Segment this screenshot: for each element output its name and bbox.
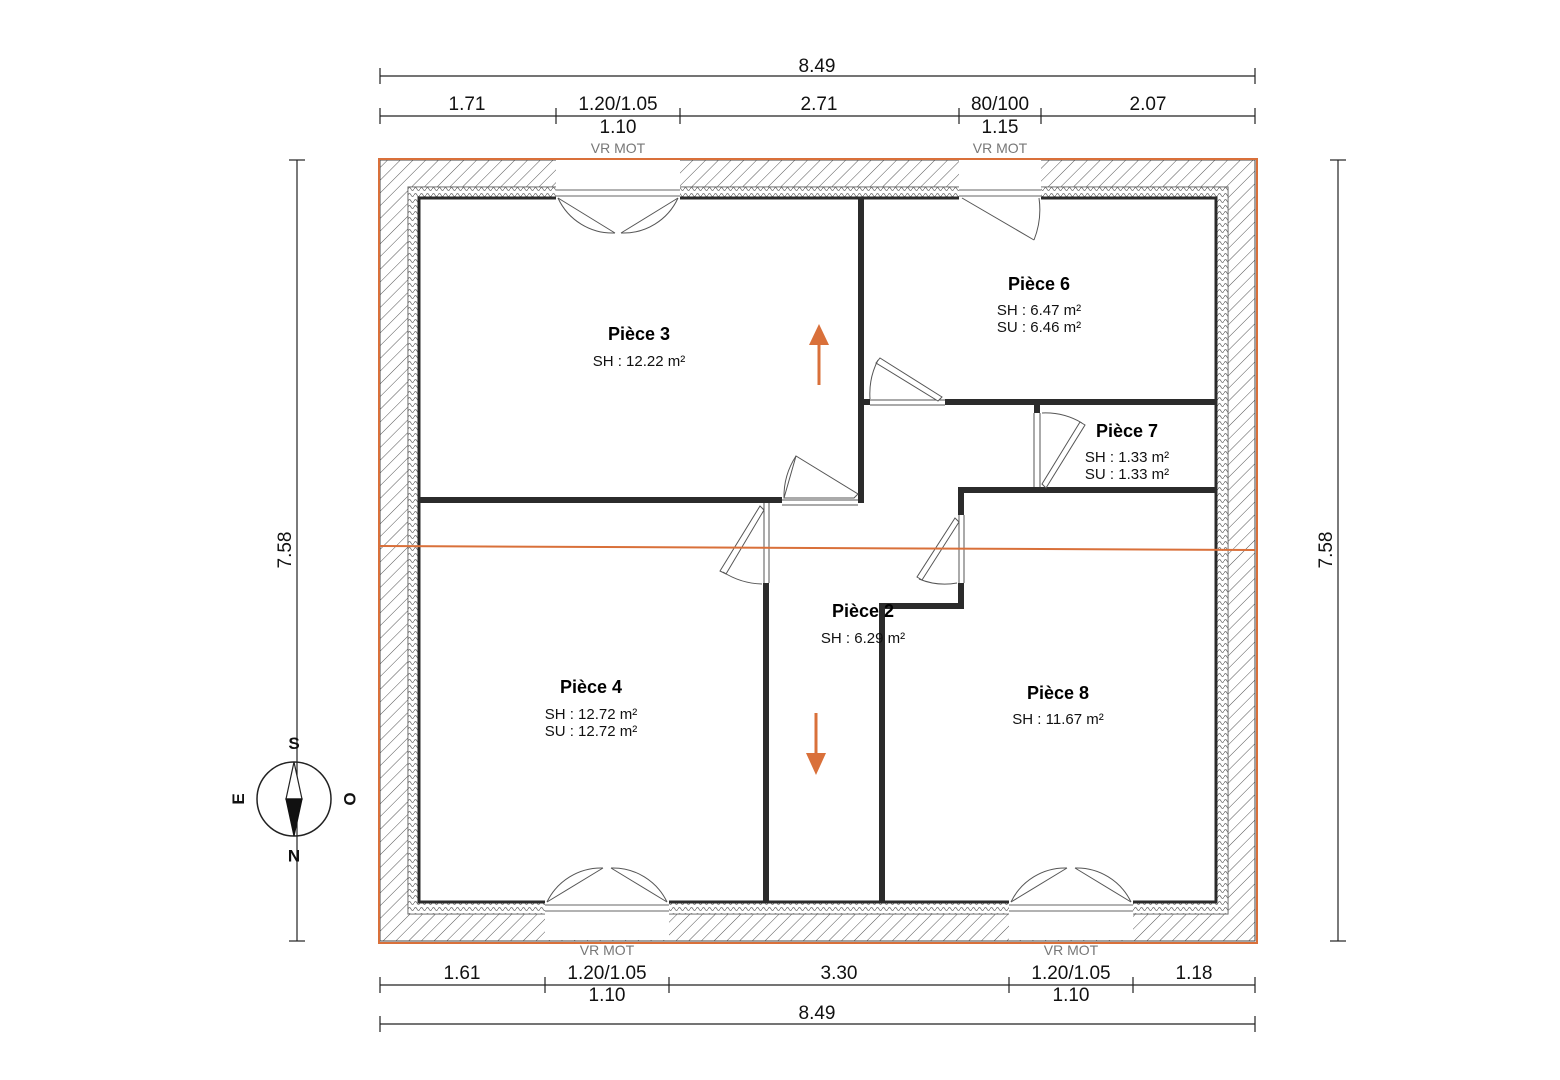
room-area: SU : 1.33 m²	[1085, 466, 1169, 483]
dim-bottom-total: 8.49	[799, 1003, 836, 1024]
dim-bottom-seg-3: 3.30	[821, 963, 858, 984]
windows	[545, 160, 1133, 940]
dim-top-seg-1: 1.71	[449, 94, 486, 115]
stair-up-arrow-icon	[809, 324, 829, 385]
dim-bottom-seg-5: 1.18	[1176, 963, 1213, 984]
shutter-label: VR MOT	[973, 140, 1028, 156]
room-name: Pièce 7	[1096, 421, 1158, 441]
section-line	[379, 545, 1256, 551]
compass: S N E O	[229, 734, 359, 865]
room-area: SH : 12.22 m²	[593, 353, 686, 370]
dim-top-seg-3: 2.71	[801, 94, 838, 115]
dim-top-sub-1: 1.10	[600, 117, 637, 138]
room-name: Pièce 6	[1008, 274, 1070, 294]
room-area: SH : 6.47 m²	[997, 302, 1081, 319]
dim-bottom-seg-4: 1.20/1.05	[1031, 963, 1110, 984]
room-name: Pièce 4	[560, 677, 622, 697]
room-area: SH : 11.67 m²	[1012, 711, 1103, 728]
dim-bottom-seg-2: 1.20/1.05	[567, 963, 646, 984]
dim-bottom-seg-1: 1.61	[444, 963, 481, 984]
dim-top-total: 8.49	[799, 56, 836, 77]
dim-top-seg-5: 2.07	[1130, 94, 1167, 115]
room-name: Pièce 3	[608, 324, 670, 344]
dim-top-seg-4: 80/100	[971, 94, 1029, 115]
dim-left-height: 7.58	[275, 532, 296, 569]
room-name: Pièce 2	[832, 601, 894, 621]
room-name: Pièce 8	[1027, 683, 1089, 703]
dimension-lines: 8.49 1.71 1.20/1.05 2.71 80/100 2.07 1.1…	[275, 56, 1346, 1032]
compass-needle-icon	[285, 761, 303, 837]
dim-bottom-sub-1: 1.10	[589, 985, 626, 1006]
room-area: SH : 12.72 m²	[545, 706, 638, 723]
compass-east: E	[229, 793, 248, 804]
interior-doors	[719, 357, 1086, 585]
shutter-label: VR MOT	[591, 140, 646, 156]
compass-west: O	[340, 792, 359, 805]
shutter-label: VR MOT	[580, 942, 635, 958]
room-area: SH : 1.33 m²	[1085, 449, 1169, 466]
room-area: SU : 6.46 m²	[997, 319, 1081, 336]
dim-top-sub-2: 1.15	[982, 117, 1019, 138]
dim-bottom-sub-2: 1.10	[1053, 985, 1090, 1006]
stair-down-arrow-icon	[806, 713, 826, 775]
compass-south: S	[288, 734, 299, 753]
interior-walls	[420, 199, 1216, 901]
shutter-label: VR MOT	[1044, 942, 1099, 958]
dim-top-seg-2: 1.20/1.05	[578, 94, 657, 115]
room-labels: Pièce 3 SH : 12.22 m² Pièce 6 SH : 6.47 …	[545, 274, 1169, 740]
dim-right-height: 7.58	[1316, 532, 1337, 569]
room-area: SU : 12.72 m²	[545, 723, 638, 740]
exterior-walls	[378, 158, 1258, 944]
compass-north: N	[288, 846, 300, 865]
room-area: SH : 6.29 m²	[821, 630, 905, 647]
